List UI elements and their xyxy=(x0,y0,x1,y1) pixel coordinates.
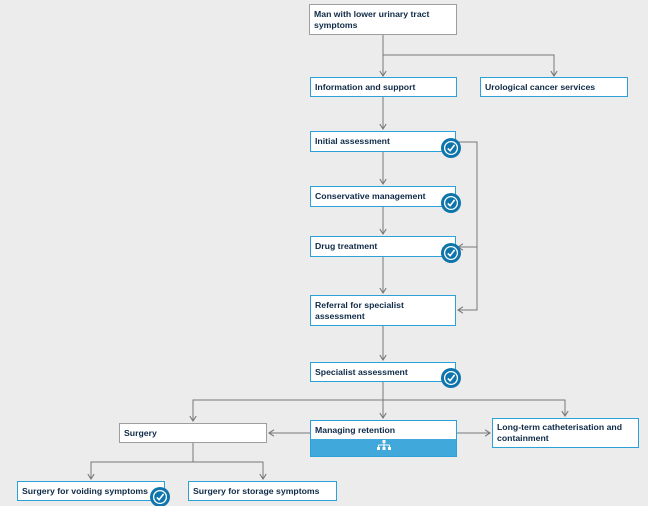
subpathway-bar xyxy=(311,439,456,456)
node-label: Surgery for storage symptoms xyxy=(193,485,320,496)
sitemap-icon xyxy=(376,440,392,455)
node-initial-assessment[interactable]: Initial assessment xyxy=(310,131,461,158)
node-label: Managing retention xyxy=(315,424,396,435)
completed-check-icon xyxy=(441,138,461,158)
node-man-with-luts[interactable]: Man with lower urinary tract symptoms xyxy=(309,4,457,35)
node-label: Information and support xyxy=(315,81,416,92)
node-urological-cancer-services[interactable]: Urological cancer services xyxy=(480,77,628,97)
node-surgery-storage-symptoms[interactable]: Surgery for storage symptoms xyxy=(188,481,337,501)
node-specialist-assessment[interactable]: Specialist assessment xyxy=(310,362,461,388)
node-label: Long-term catheterisation and containmen… xyxy=(497,422,623,443)
node-managing-retention[interactable]: Managing retention xyxy=(310,420,457,457)
node-surgery-voiding-symptoms[interactable]: Surgery for voiding symptoms xyxy=(17,481,170,506)
node-label: Surgery xyxy=(124,427,157,438)
completed-check-icon xyxy=(150,487,170,506)
node-conservative-management[interactable]: Conservative management xyxy=(310,186,461,213)
completed-check-icon xyxy=(441,368,461,388)
node-drug-treatment[interactable]: Drug treatment xyxy=(310,236,461,263)
node-surgery[interactable]: Surgery xyxy=(119,423,267,443)
node-label: Specialist assessment xyxy=(315,366,408,377)
completed-check-icon xyxy=(441,193,461,213)
node-referral-for-specialist-assessment[interactable]: Referral for specialist assessment xyxy=(310,295,456,326)
node-label: Surgery for voiding symptoms xyxy=(22,485,148,496)
node-label: Man with lower urinary tract symptoms xyxy=(314,8,430,30)
node-long-term-catheterisation[interactable]: Long-term catheterisation and containmen… xyxy=(492,418,639,448)
node-information-and-support[interactable]: Information and support xyxy=(310,77,457,97)
node-label: Referral for specialist assessment xyxy=(315,299,404,321)
node-label: Conservative management xyxy=(315,191,426,202)
node-label: Drug treatment xyxy=(315,241,378,252)
node-label: Urological cancer services xyxy=(485,81,596,92)
node-label: Initial assessment xyxy=(315,136,390,147)
completed-check-icon xyxy=(441,243,461,263)
